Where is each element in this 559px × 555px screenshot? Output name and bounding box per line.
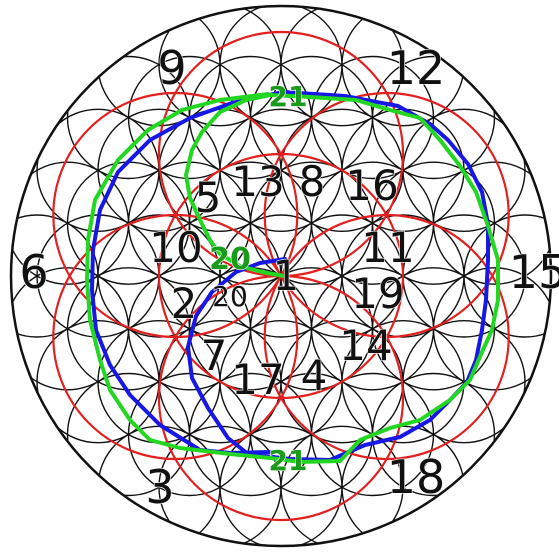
number-11: 11	[361, 223, 414, 272]
number-4: 4	[301, 351, 328, 400]
number-14: 14	[339, 321, 392, 370]
number-2: 2	[171, 279, 198, 328]
number-21-top: 21	[269, 80, 308, 113]
number-labels: 9 12 6 15 3 18 13 8 5 16 10 11 1 2 19 14…	[19, 40, 559, 514]
red-circle-grid	[52, 30, 510, 522]
number-20-green: 20	[209, 242, 251, 277]
lattice-circle	[463, 214, 551, 338]
number-13: 13	[231, 157, 284, 206]
number-20-black: 20	[212, 280, 248, 313]
number-3: 3	[145, 460, 174, 514]
number-18: 18	[387, 450, 446, 504]
outer-circle	[9, 4, 553, 548]
number-8: 8	[299, 157, 326, 206]
number-15: 15	[509, 245, 559, 299]
number-5: 5	[195, 173, 222, 222]
number-16: 16	[345, 161, 398, 210]
number-10: 10	[149, 223, 202, 272]
number-7: 7	[201, 331, 228, 380]
number-12: 12	[387, 41, 446, 95]
red-circle	[263, 91, 510, 339]
number-9: 9	[157, 41, 186, 95]
number-19: 19	[351, 269, 404, 318]
number-1: 1	[273, 251, 300, 300]
number-21-bottom: 21	[269, 444, 308, 477]
number-6: 6	[19, 245, 48, 299]
green-path	[85, 92, 500, 464]
number-17: 17	[231, 355, 284, 404]
